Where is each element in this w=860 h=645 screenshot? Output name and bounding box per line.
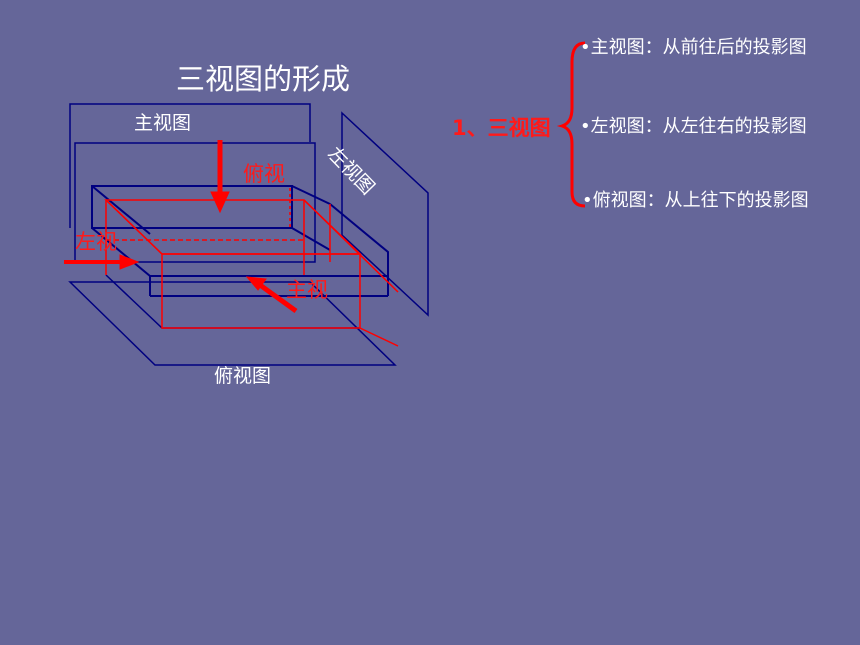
front-projection-plane xyxy=(69,103,316,263)
front-view-arrow-label: 主视 xyxy=(286,278,328,302)
curly-brace xyxy=(556,41,586,208)
top-view-arrow xyxy=(210,140,230,214)
summary-item-left: •左视图：从左往右的投影图 xyxy=(580,116,807,137)
slide-title: 三视图的形成 xyxy=(176,62,351,96)
left-projection-plane xyxy=(341,111,429,317)
summary-item-front: •主视图：从前往后的投影图 xyxy=(580,37,807,58)
summary-item-top: •俯视图：从上往下的投影图 xyxy=(582,190,809,211)
left-view-arrow xyxy=(64,254,140,270)
front-plane-label: 主视图 xyxy=(134,112,192,134)
solid-block xyxy=(91,185,389,297)
left-view-arrow-label: 左视 xyxy=(75,230,117,254)
front-view-arrow xyxy=(245,276,298,314)
top-projection-plane xyxy=(68,274,397,366)
projection-lines xyxy=(104,188,399,347)
summary-heading: 1、三视图 xyxy=(452,116,551,140)
top-view-arrow-label: 俯视 xyxy=(243,162,285,186)
top-plane-label: 俯视图 xyxy=(214,365,272,387)
